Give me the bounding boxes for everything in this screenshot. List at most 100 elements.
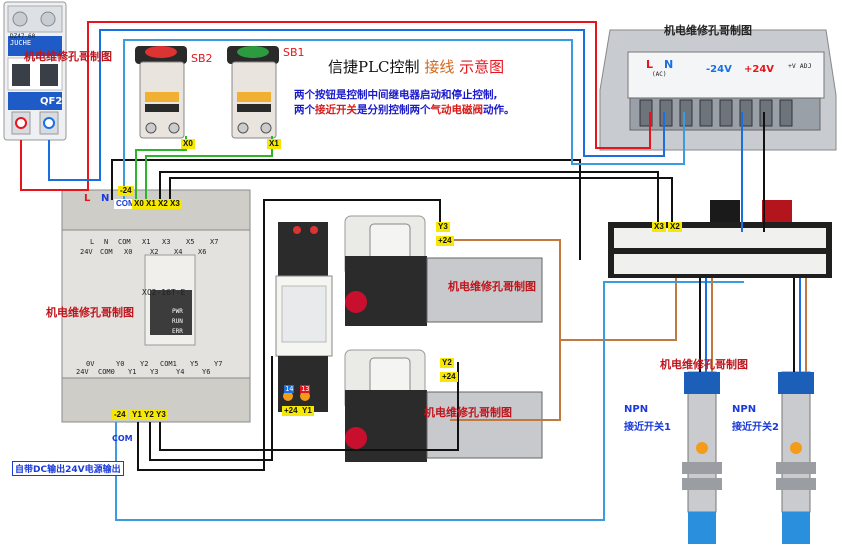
tag-tb-x3: X3 (652, 222, 666, 232)
plc-wire-l: L (84, 193, 91, 204)
wire-y1 (149, 356, 273, 461)
tag-minus24: -24 (118, 186, 134, 196)
plc-top2-24v: 24V (80, 248, 93, 256)
sb2-label: SB2 (191, 52, 213, 65)
valve-2 (344, 349, 543, 462)
plc-bot2-24v: 24V (76, 368, 89, 376)
relay-t13: 13 (300, 385, 311, 393)
plc-bot-y7: Y7 (214, 360, 223, 368)
tag-tb-x2: X2 (668, 222, 682, 232)
tag-valve1-y3: Y3 (436, 222, 450, 232)
wire-black-2 (159, 171, 659, 232)
proximity-sensor-2 (776, 371, 816, 544)
plc-model: XC2-16T-E (142, 288, 186, 297)
title-part2: 接线 (424, 58, 455, 76)
diagram-title: 信捷PLC控制 接线 示意图 (328, 56, 504, 77)
wire-black-3 (169, 177, 673, 232)
wire-n (48, 29, 665, 181)
plc-bot2-y3: Y3 (150, 368, 159, 376)
psu-pos: +24V (744, 64, 775, 75)
tag-com: COM (114, 199, 137, 209)
tag-x1: X1 (144, 199, 158, 209)
wire-plus24-tb (560, 278, 677, 341)
tag-sb1-x1: X1 (267, 139, 281, 149)
pushbutton-sb2 (135, 46, 187, 139)
tag-x0: X0 (132, 199, 146, 209)
plc-bot-y5: Y5 (190, 360, 199, 368)
tag-valve2-plus24: +24 (440, 372, 458, 382)
plc-top-x3: X3 (162, 238, 171, 246)
plc-bot-com1: COM1 (160, 360, 177, 368)
valve-1 (344, 215, 543, 326)
tag-bot-y3: Y3 (154, 410, 168, 420)
dc-output-note: 自带DC输出24V电源输出 (12, 461, 124, 476)
sb1-label: SB1 (283, 46, 305, 59)
plc-bot2-y6: Y6 (202, 368, 211, 376)
tag-valve2-y2: Y2 (440, 358, 454, 368)
note-line2: 两个接近开关是分别控制两个气动电磁阀动作。 (294, 102, 515, 117)
plc-led-run: RUN (172, 318, 183, 325)
wire-l (20, 21, 651, 191)
sensor2-name: 接近开关2 (732, 422, 779, 433)
relay-t14: 14 (284, 385, 295, 393)
title-part1: 信捷PLC控制 (328, 58, 420, 76)
circuit-breaker (3, 1, 67, 141)
watermark-breaker: 机电维修孔哥制图 (24, 50, 112, 63)
tag-sb2-x0: X0 (181, 139, 195, 149)
tag-bot-y2: Y2 (142, 410, 156, 420)
title-part3: 示意图 (459, 58, 505, 76)
tag-valve1-plus24: +24 (436, 236, 454, 246)
breaker-model: DZ47-60 (10, 33, 36, 40)
plc-top-x7: X7 (210, 238, 219, 246)
watermark-sensor: 机电维修孔哥制图 (660, 358, 748, 371)
tag-x2: X2 (156, 199, 170, 209)
plc-top2-com: COM (100, 248, 113, 256)
wire-com (123, 39, 685, 200)
plc-bot2-y4: Y4 (176, 368, 185, 376)
plc-bot-0v: 0V (86, 360, 95, 368)
plc-wire-n: N (101, 193, 110, 204)
note-line2-b: 接近开关 (315, 104, 357, 116)
plc-top-x1: X1 (142, 238, 151, 246)
plc-top2-x4: X4 (174, 248, 183, 256)
tag-bot-y1: Y1 (130, 410, 144, 420)
watermark-valve2: 机电维修孔哥制图 (424, 406, 512, 419)
note-line2-a: 两个 (294, 104, 315, 116)
tag-x3: X3 (168, 199, 182, 209)
watermark-psu: 机电维修孔哥制图 (664, 24, 752, 37)
note-line2-c: 是分别控制两个 (357, 104, 431, 116)
tag-relay-y1: Y1 (300, 406, 314, 416)
psu-l: L (646, 58, 654, 71)
plc-top-x5: X5 (186, 238, 195, 246)
plc-top2-x2: X2 (150, 248, 159, 256)
plc-com-label: COM (112, 434, 133, 443)
plc-led-pwr: PWR (172, 308, 183, 315)
power-supply (599, 29, 837, 151)
wire-sensor-blue (115, 281, 744, 521)
relay (275, 222, 333, 412)
note-line2-d: 气动电磁阀 (430, 104, 484, 116)
plc-bot2-y1: Y1 (128, 368, 137, 376)
breaker-label: QF2 (40, 96, 63, 107)
wires (20, 21, 807, 521)
plc-bot-y0: Y0 (116, 360, 125, 368)
watermark-plc: 机电维修孔哥制图 (46, 306, 134, 319)
wire-plus24 (440, 239, 561, 421)
wire-black-1 (111, 159, 581, 260)
plc-top-l: L (90, 238, 95, 246)
plc-body (61, 189, 251, 423)
plc-top-n: N (104, 238, 109, 246)
wire-y2 (159, 362, 459, 451)
plc-top-com: COM (118, 238, 131, 246)
psu-neg: -24V (706, 64, 732, 75)
terminal-block (608, 200, 832, 278)
psu-ac: (AC) (652, 71, 667, 78)
tag-bot-minus24: -24 (112, 410, 128, 420)
sensor1-type: NPN (624, 404, 649, 415)
plc-top2-x0: X0 (124, 248, 133, 256)
breaker-brand: JUCHE (10, 39, 32, 47)
wire-y3 (137, 199, 441, 471)
psu-n: N (664, 58, 674, 71)
